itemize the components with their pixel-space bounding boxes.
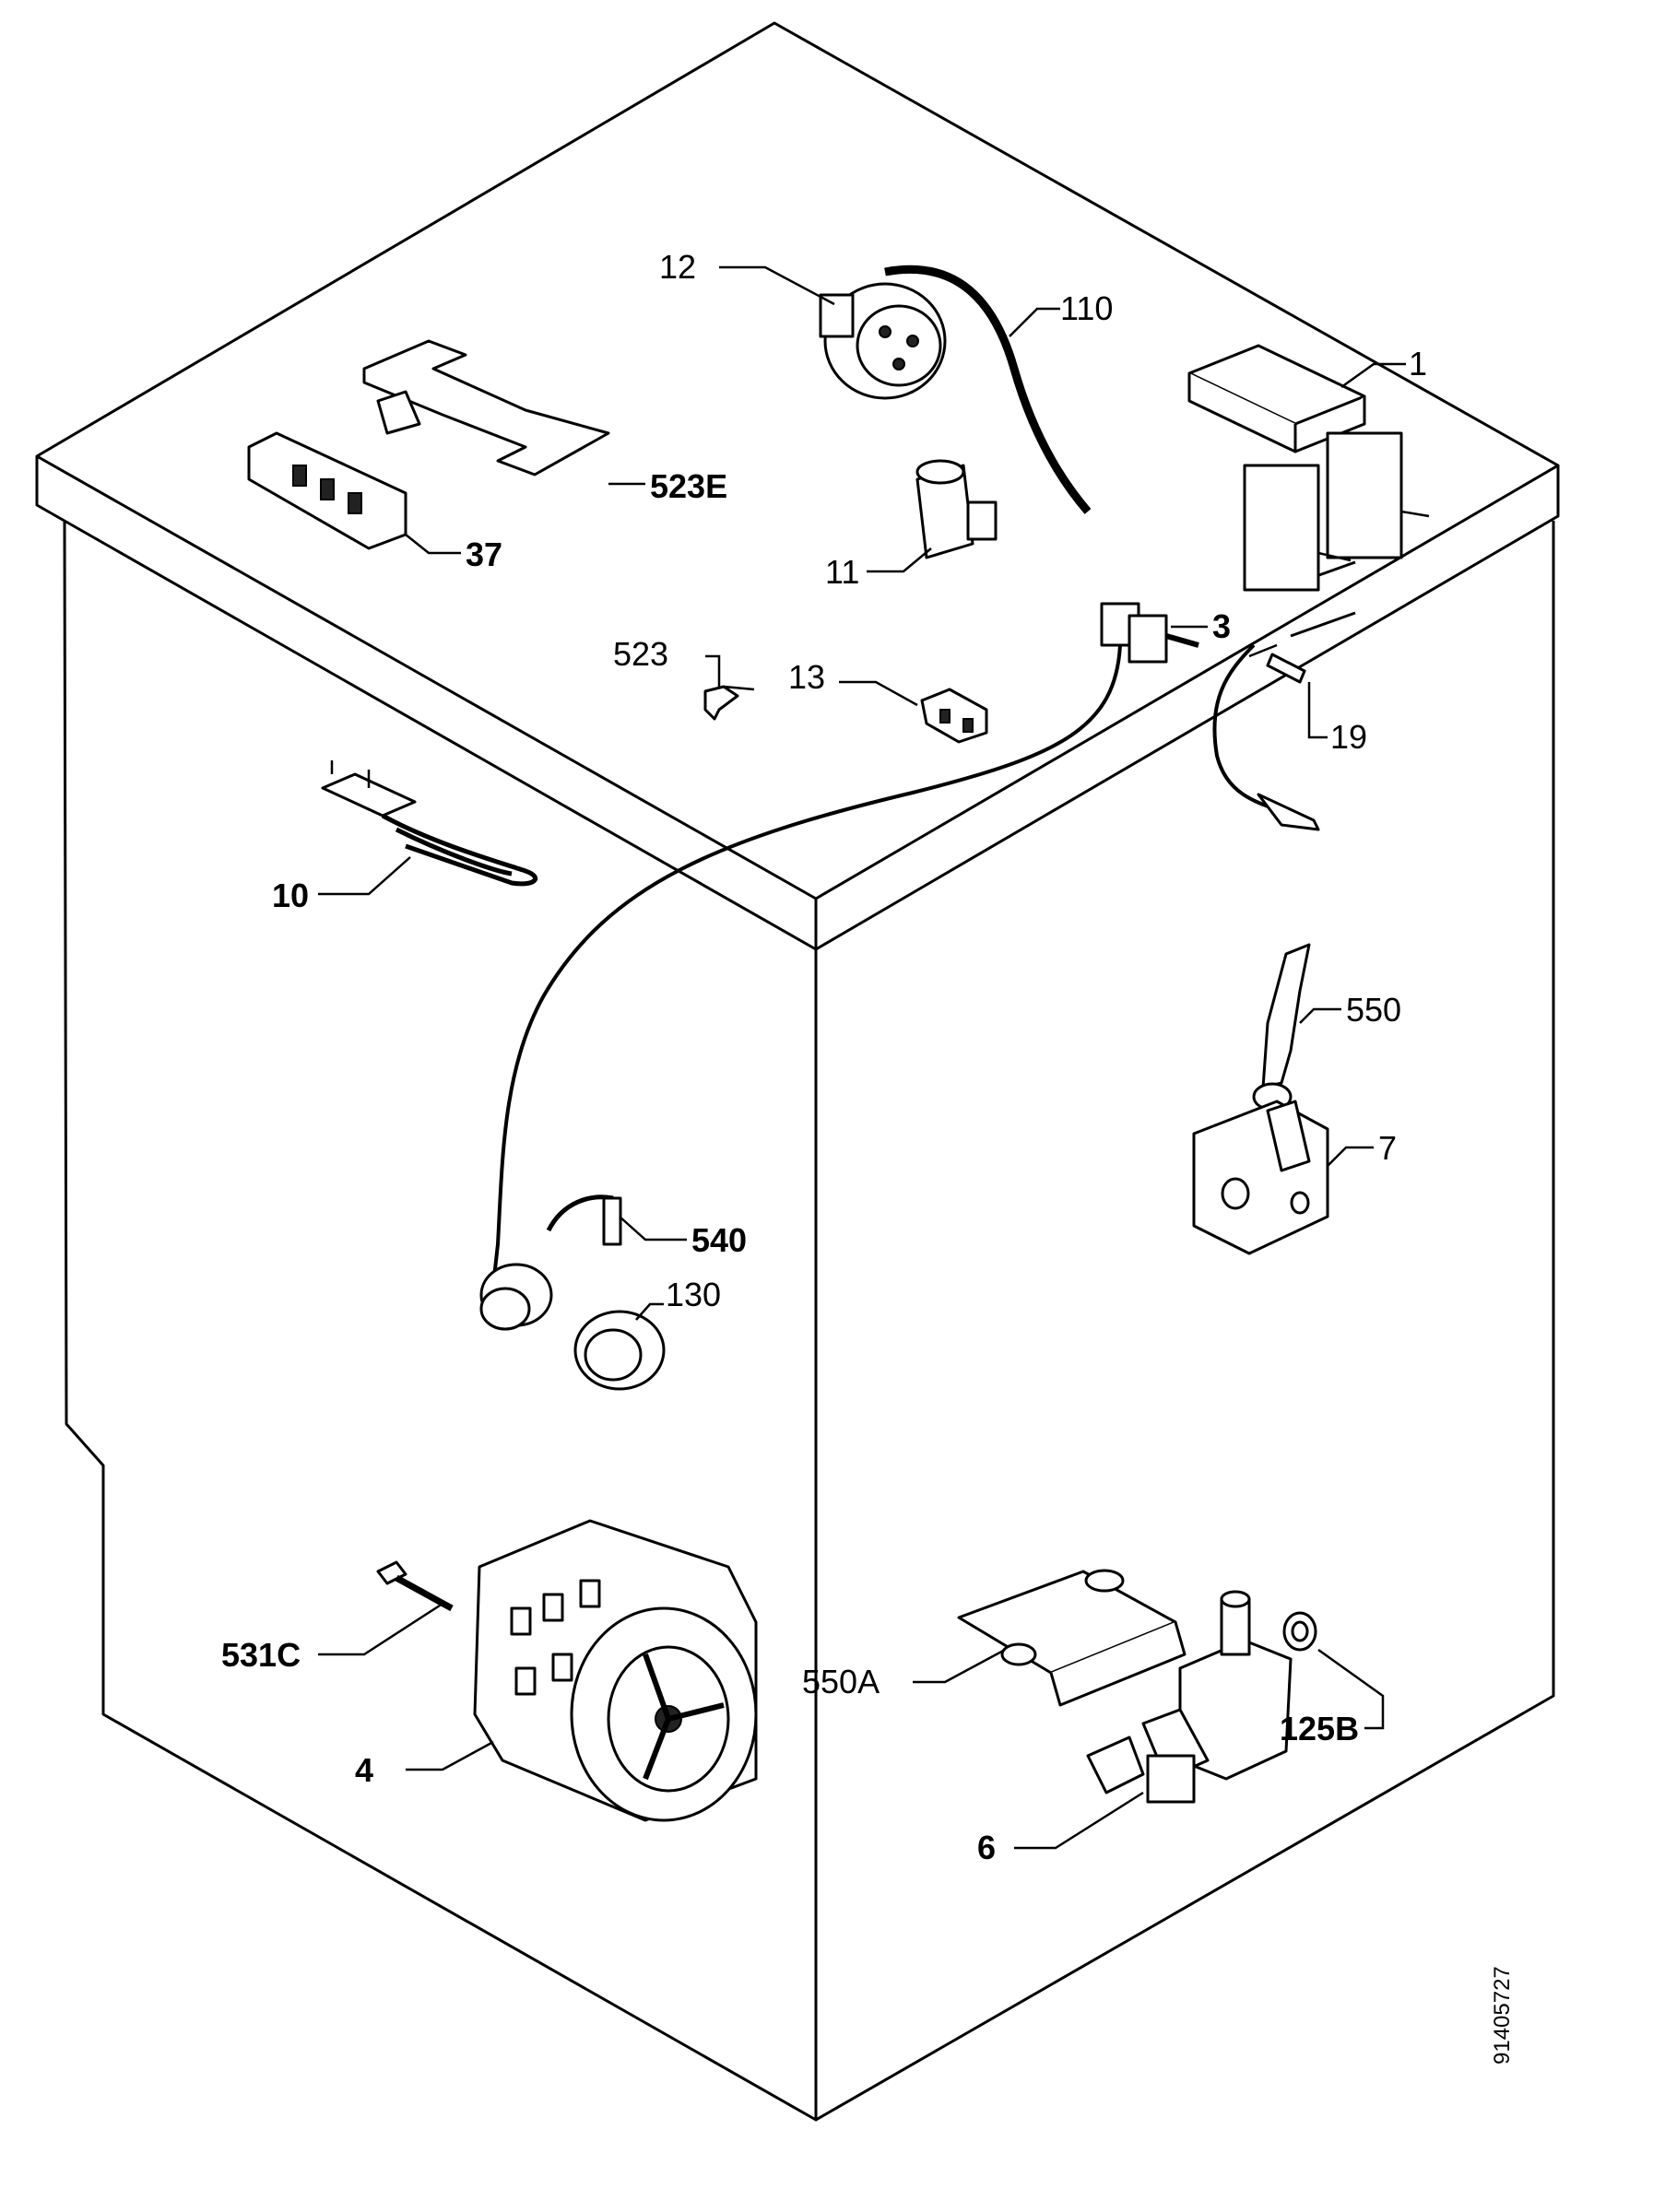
part-523e-bracket [362,339,610,477]
label-19: 19 [1330,718,1367,756]
part-550a-cover [957,1569,1187,1707]
label-3: 3 [1212,607,1231,645]
label-550a: 550A [802,1663,880,1700]
part-labels: 12 110 1 523E 37 11 523 13 3 19 10 550 7… [221,248,1515,2065]
label-540: 540 [691,1221,747,1259]
part-550-lever [1252,943,1311,1112]
part-1-programmer-unit [1187,344,1430,592]
label-37: 37 [466,535,502,573]
label-13: 13 [788,658,825,696]
part-10-heating-element [321,760,538,887]
part-11-capacitor [915,459,998,559]
part-130-grommet [573,1310,666,1391]
label-10: 10 [272,877,309,914]
label-7: 7 [1378,1129,1397,1167]
part-13-connector [920,688,988,744]
part-7-door-lock [1192,1100,1329,1255]
label-11: 11 [825,553,859,591]
label-6: 6 [977,1829,996,1866]
part-19-wire-harness [1212,643,1320,831]
label-110: 110 [1060,289,1113,327]
part-6-drain-pump [1086,1590,1293,1804]
part-125b-ring [1282,1611,1317,1652]
document-number: 91405727 [1490,1966,1515,2065]
label-4: 4 [355,1751,373,1789]
cable-grommet [479,1263,553,1331]
label-523: 523 [613,635,668,673]
leader-lines [318,265,1406,1850]
switch-cable [491,644,1122,1287]
part-110-hose [884,265,1092,514]
label-1: 1 [1409,345,1427,382]
part-3-door-switch [1100,602,1199,664]
part-37-connector-block [247,431,407,550]
part-523-clip [703,685,755,721]
part-12-pressure-switch [819,282,947,400]
label-550: 550 [1346,991,1401,1029]
part-531c-screw [376,1560,454,1612]
part-540-cable-tie [546,1194,622,1246]
label-12: 12 [659,248,696,286]
part-4-motor [473,1519,758,1822]
label-130: 130 [666,1276,721,1313]
cabinet-outline [35,21,1560,2122]
label-523e: 523E [650,467,727,505]
label-531c: 531C [221,1636,301,1674]
label-125b: 125B [1280,1710,1359,1747]
